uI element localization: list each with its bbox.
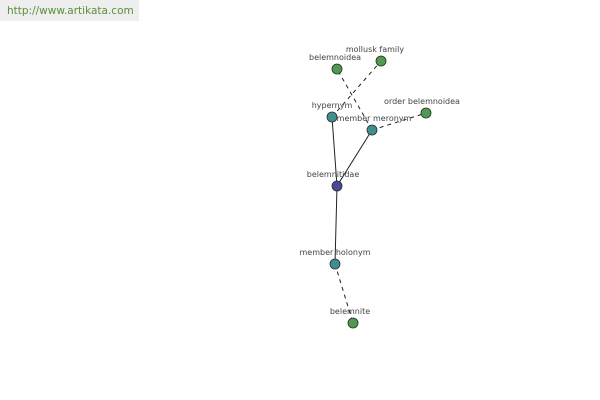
node-label-order-belemnoidea[interactable]: order belemnoidea [384, 97, 460, 106]
url-bar: http://www.artikata.com [0, 0, 139, 21]
node-label-member-holonym[interactable]: member holonym [299, 248, 370, 257]
edge-belemnitidae-member-meronym [336, 129, 373, 187]
node-label-member-meronym[interactable]: member meronym [337, 114, 412, 123]
node-label-mollusk-family[interactable]: mollusk family [346, 45, 405, 54]
node-belemnoidea[interactable] [331, 63, 343, 75]
edge-belemnitidae-hypernym [331, 116, 338, 187]
node-label-belemnitidae[interactable]: belemnitidae [307, 170, 360, 179]
edge-member-meronym-belemnoidea [336, 68, 373, 131]
node-member-holonym[interactable] [329, 258, 341, 270]
labels-layer: belemnitidae hypernym member meronym member… [299, 45, 460, 316]
node-order-belemnoidea[interactable] [420, 107, 432, 119]
nodes-layer [326, 55, 432, 329]
edge-belemnitidae-member-holonym [334, 185, 338, 265]
edge-member-meronym-order-belemnoidea [371, 112, 427, 131]
edge-member-holonym-belemnite [334, 263, 354, 324]
node-label-belemnoidea[interactable]: belemnoidea [309, 53, 361, 62]
node-label-belemnite[interactable]: belemnite [330, 307, 370, 316]
node-belemnite[interactable] [347, 317, 359, 329]
node-hypernym[interactable] [326, 111, 338, 123]
edges-layer [331, 60, 427, 324]
node-label-hypernym[interactable]: hypernym [312, 101, 353, 110]
node-member-meronym[interactable] [366, 124, 378, 136]
site-url-link[interactable]: http://www.artikata.com [7, 5, 134, 17]
node-mollusk-family[interactable] [375, 55, 387, 67]
node-belemnitidae[interactable] [331, 180, 343, 192]
